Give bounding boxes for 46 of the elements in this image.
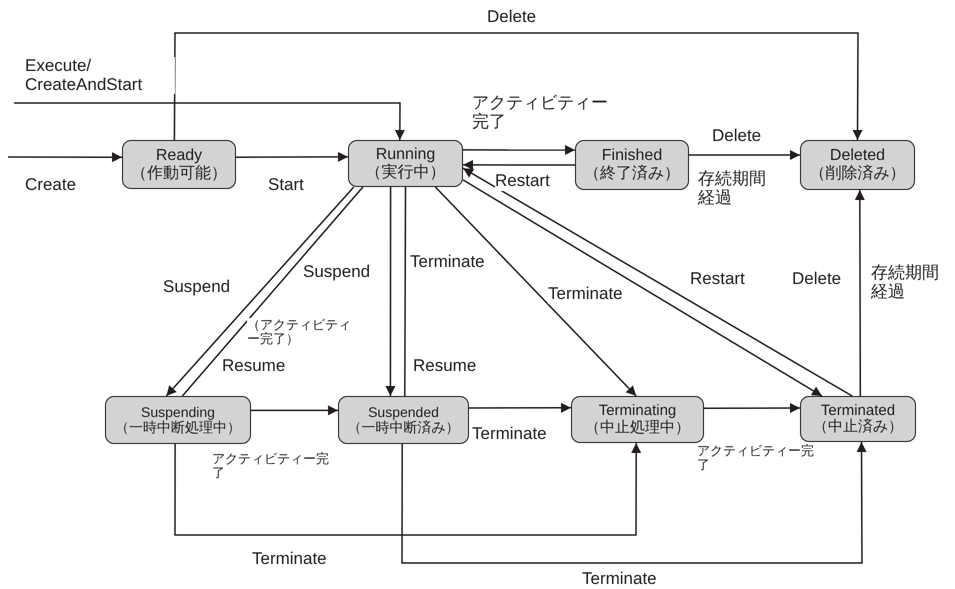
transition-arrow	[854, 190, 865, 396]
edge-label: Restart	[495, 172, 550, 191]
state-name: （作動可能）	[131, 164, 227, 182]
state-name: Finished	[602, 147, 662, 164]
transition-arrow	[463, 160, 575, 170]
state-name: Deleted	[830, 147, 886, 164]
edge-label: アクティビティー完了	[697, 444, 817, 473]
state-name: （中止処理中）	[585, 420, 690, 436]
state-box	[338, 396, 469, 444]
transition-arrow	[401, 442, 867, 564]
state-name: （実行中）	[366, 164, 446, 182]
state-name: Ready	[156, 146, 202, 164]
state-name: Suspended	[368, 404, 439, 420]
transition-arrow	[469, 402, 571, 413]
edge-label: アクティビティー完了	[212, 452, 332, 481]
transition-arrow	[251, 405, 338, 416]
state-box	[800, 140, 915, 190]
state-name: Terminating	[598, 403, 676, 420]
state-box	[105, 396, 251, 444]
transition-arrow	[463, 145, 575, 155]
state-name: （一時中断済み）	[348, 420, 460, 436]
state-box	[122, 140, 236, 189]
state-name: （一時中断処理中）	[115, 420, 241, 436]
transition-arrow	[174, 443, 642, 536]
state-name: Running	[376, 146, 436, 164]
state-box	[800, 396, 916, 442]
transition-arrow	[174, 32, 863, 140]
edge-label: Terminate	[548, 285, 623, 304]
transition-arrow	[434, 186, 637, 397]
transition-arrow	[236, 152, 348, 162]
edge-label: Execute/ CreateAndStart	[25, 57, 175, 94]
state-box	[575, 140, 689, 190]
state-name: （削除済み）	[810, 165, 906, 183]
state-box	[348, 140, 463, 187]
edge-label: Suspend	[303, 263, 370, 282]
transition-arrow	[704, 403, 800, 414]
state-name: （中止済み）	[813, 419, 903, 436]
transition-arrow	[385, 187, 396, 396]
transition-arrow	[8, 152, 122, 162]
transition-arrow	[689, 150, 800, 160]
state-name: （終了済み）	[584, 165, 680, 183]
edge-label: Suspend	[163, 278, 230, 297]
transition-arrow	[14, 102, 405, 140]
state-name: Terminated	[820, 402, 896, 418]
state-box	[571, 396, 704, 443]
state-name: Suspending	[141, 404, 215, 420]
